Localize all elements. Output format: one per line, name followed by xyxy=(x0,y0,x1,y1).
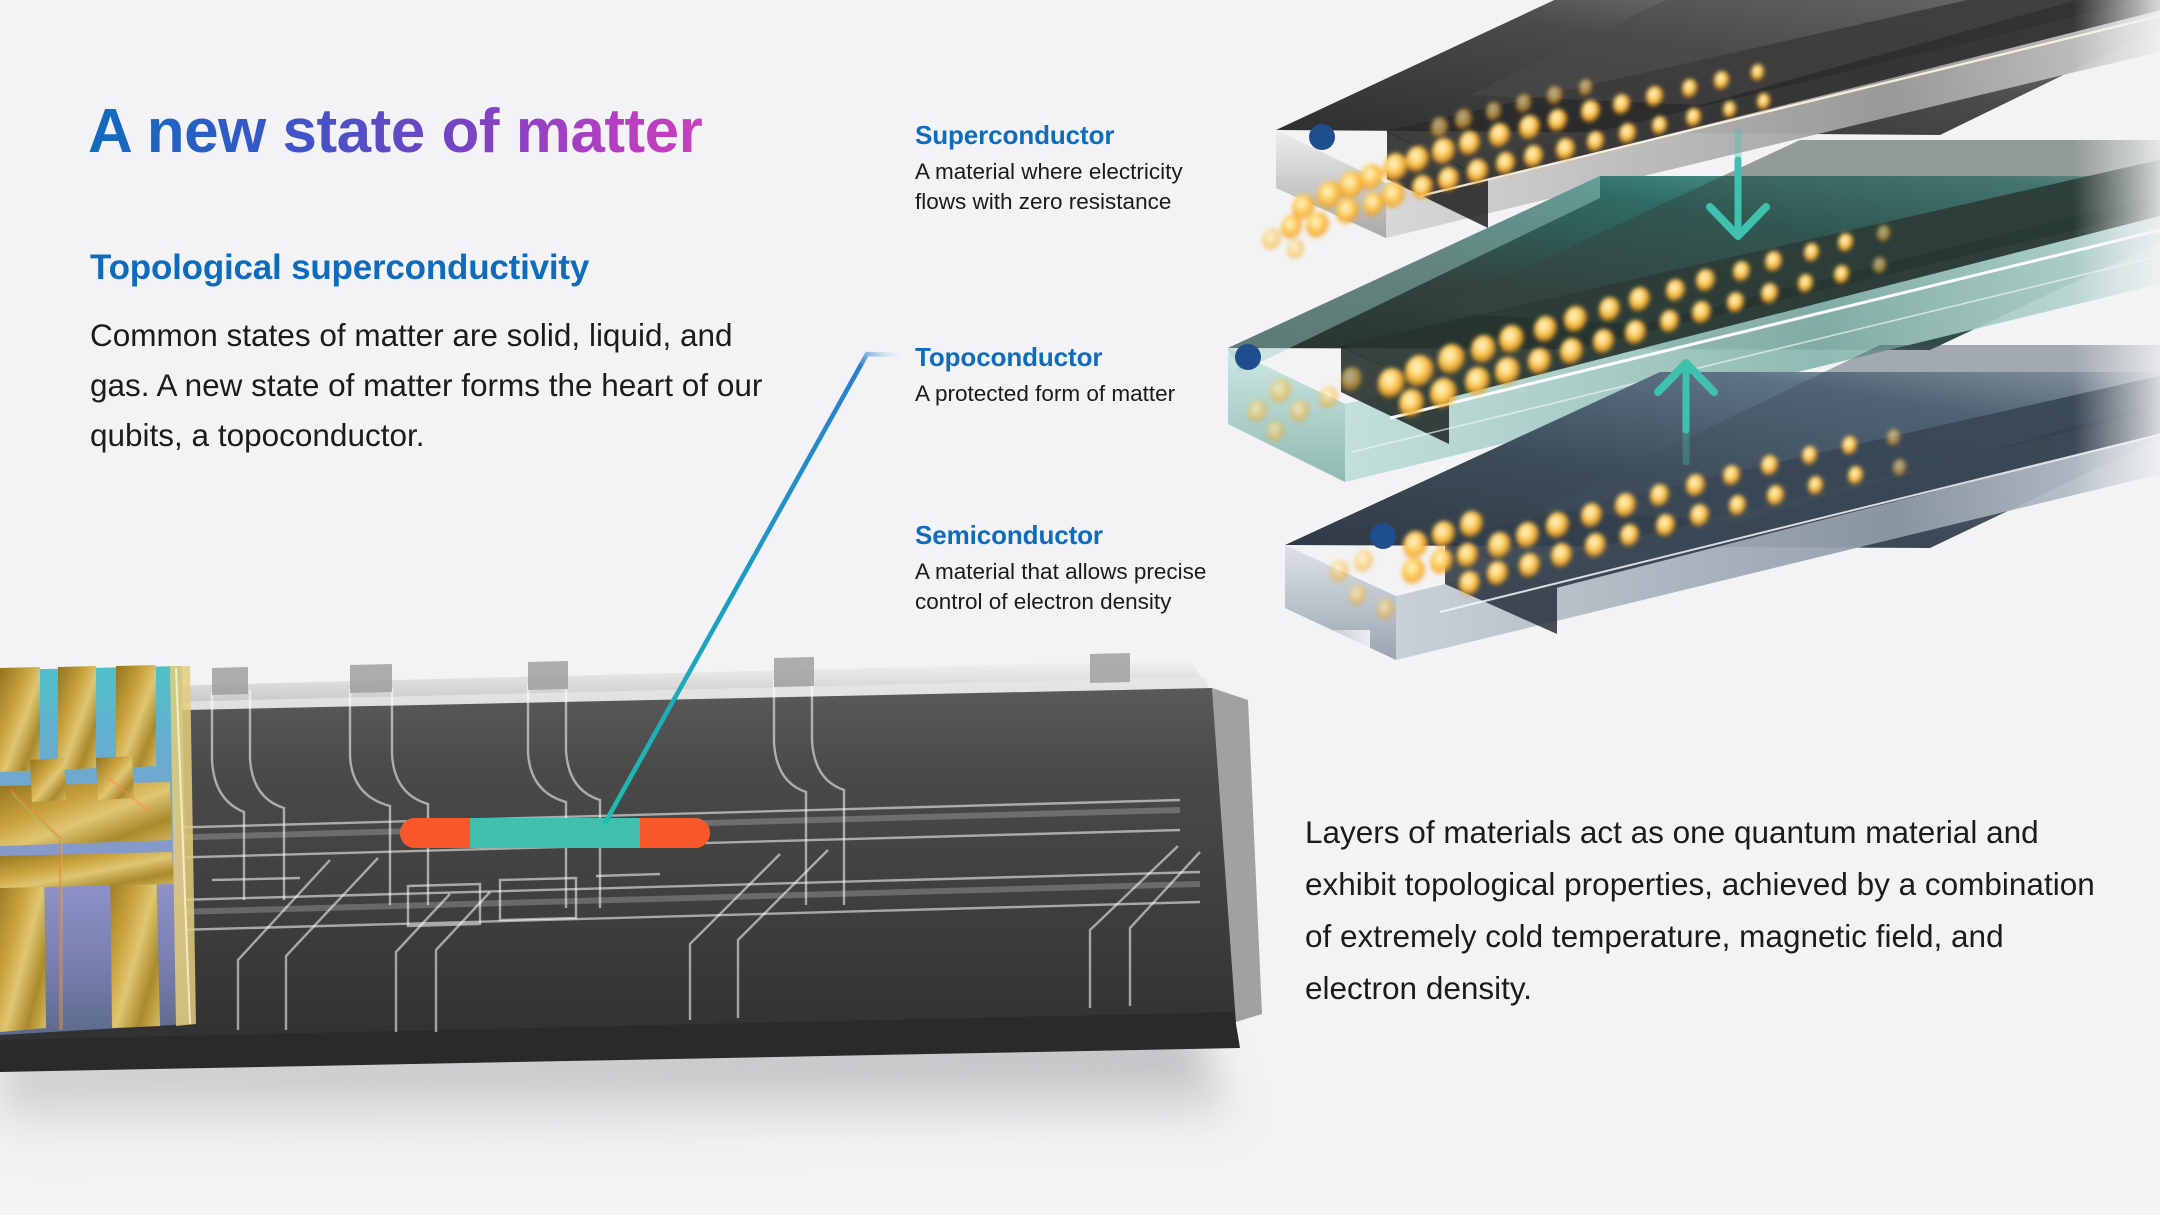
left-body-text: Common states of matter are solid, liqui… xyxy=(90,317,763,453)
right-body-text: Layers of materials act as one quantum m… xyxy=(1305,814,2095,1006)
section-subtitle: Topological superconductivity xyxy=(90,248,590,287)
callout-semiconductor-title: Semiconductor xyxy=(915,520,1103,550)
callout-superconductor-title: Superconductor xyxy=(915,120,1115,150)
callout-topoconductor: Topoconductor A protected form of matter xyxy=(915,342,1175,409)
page-title: A new state of matter xyxy=(88,97,703,166)
callout-topoconductor-title: Topoconductor xyxy=(915,342,1103,372)
callout-superconductor: Superconductor A material where electric… xyxy=(915,120,1183,217)
callout-topoconductor-description: A protected form of matter xyxy=(915,381,1176,406)
callout-superconductor-description: A material where electricity flows with … xyxy=(915,159,1183,214)
callout-semiconductor: Semiconductor A material that allows pre… xyxy=(915,520,1206,617)
callout-semiconductor-description: A material that allows precise control o… xyxy=(915,559,1207,614)
